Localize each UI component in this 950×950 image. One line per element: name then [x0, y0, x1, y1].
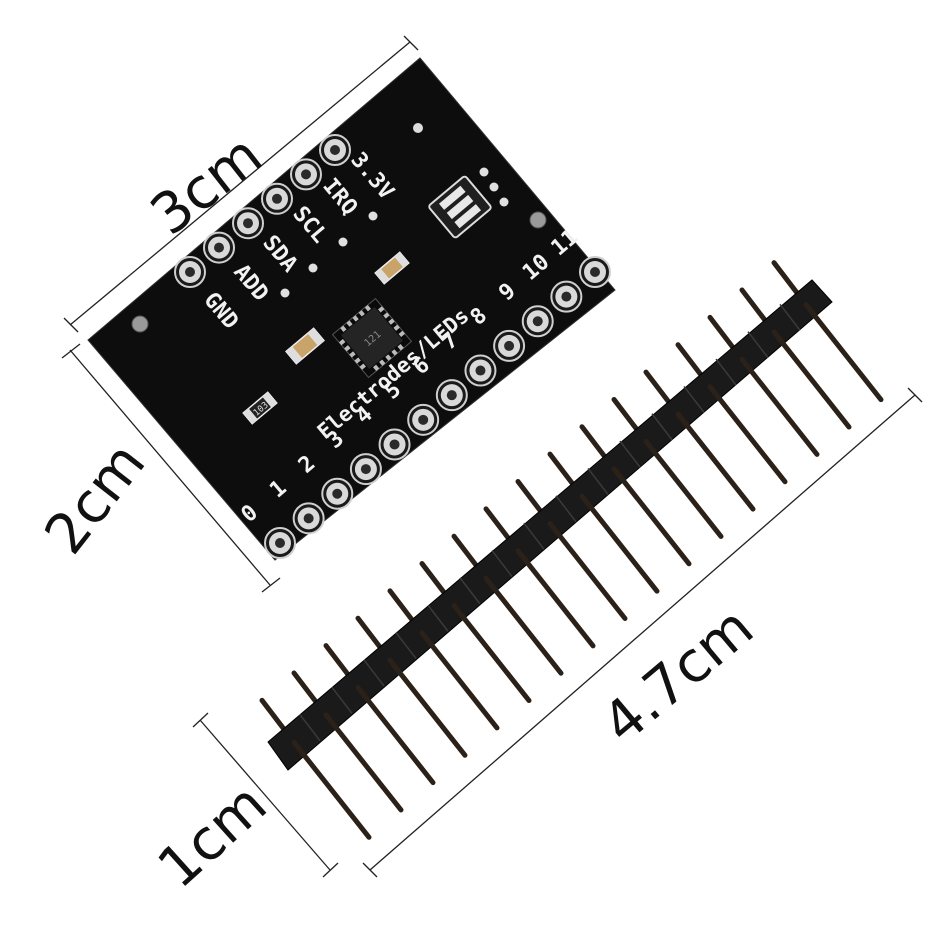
electrode-pad [349, 453, 382, 486]
top-pin-pad [232, 207, 264, 240]
header-pin [579, 493, 660, 594]
top-pin-pad [203, 231, 235, 264]
via [489, 182, 499, 192]
header-pin [291, 739, 372, 840]
chip-pads [338, 304, 406, 372]
header-segment-divider [523, 522, 545, 550]
header-segment-divider [779, 303, 801, 331]
pcb-board: GND ADD SDA SCL IRQ 3.3V [87, 57, 616, 561]
header-segment-divider [747, 331, 769, 359]
header-pin [355, 685, 436, 786]
header-segment-divider [683, 385, 705, 413]
dim-label-header-height: 1cm [146, 772, 279, 901]
resistor-array [428, 175, 492, 239]
header-pin [739, 356, 820, 457]
via [368, 211, 378, 221]
header-pin [483, 575, 564, 676]
smd-capacitor [374, 251, 410, 285]
electrode-pad [378, 428, 411, 461]
dimension-lines [61, 35, 923, 878]
header-pin [387, 657, 468, 758]
header-segment-divider [587, 468, 609, 495]
top-pin-pad [290, 158, 322, 191]
via [280, 288, 290, 298]
header-segment-divider [459, 577, 481, 605]
header-pins-bottom [291, 302, 884, 840]
header-segment-divider [427, 604, 449, 632]
dim-label-header-length: 4.7cm [590, 595, 765, 757]
header-segment-divider [715, 358, 737, 386]
header-segment-divider [331, 686, 353, 714]
header-pin [515, 548, 596, 649]
electrode-pad [407, 403, 440, 436]
header-pin [451, 603, 532, 704]
pcb-body [87, 57, 616, 561]
header-pin [675, 411, 756, 512]
header-pin [707, 384, 788, 485]
via [479, 167, 489, 177]
electrode-pad [521, 305, 554, 338]
touch-sensor-chip: 121 [331, 297, 413, 379]
top-pin-pads [174, 134, 351, 288]
electrode-pad [264, 527, 296, 559]
via [499, 197, 509, 207]
header-segment-divider [651, 413, 673, 441]
electrode-pad [435, 379, 468, 412]
top-pin-pad [319, 134, 351, 166]
top-pin-pad [261, 182, 293, 215]
dim-label-board-width: 2cm [33, 431, 159, 566]
electrode-pad [579, 256, 611, 288]
electrode-pad [464, 354, 497, 387]
top-pin-pad [174, 256, 206, 288]
header-segment-divider [619, 440, 641, 468]
electrode-pads [264, 256, 611, 559]
electrode-pad [292, 502, 325, 535]
mounting-hole [131, 315, 149, 333]
pin-header [259, 260, 884, 840]
header-pin [803, 302, 884, 403]
header-segment-divider [555, 495, 577, 523]
header-plastic-segments [299, 303, 801, 742]
header-pin [419, 630, 500, 731]
header-pin [771, 329, 852, 430]
header-pin [643, 438, 724, 539]
header-pin [611, 466, 692, 567]
header-pin [323, 712, 404, 813]
header-segment-divider [491, 550, 513, 577]
electrode-pad [550, 280, 583, 313]
vias [413, 123, 423, 133]
header-segment-divider [299, 714, 321, 742]
electrode-pad [321, 477, 354, 510]
header-pin [547, 521, 628, 621]
via [338, 237, 348, 247]
header-segment-divider [395, 632, 417, 660]
via [308, 263, 318, 273]
smd-capacitor [285, 327, 325, 365]
mounting-hole [529, 211, 547, 229]
header-segment-divider [363, 659, 385, 687]
electrode-pad [493, 329, 526, 362]
